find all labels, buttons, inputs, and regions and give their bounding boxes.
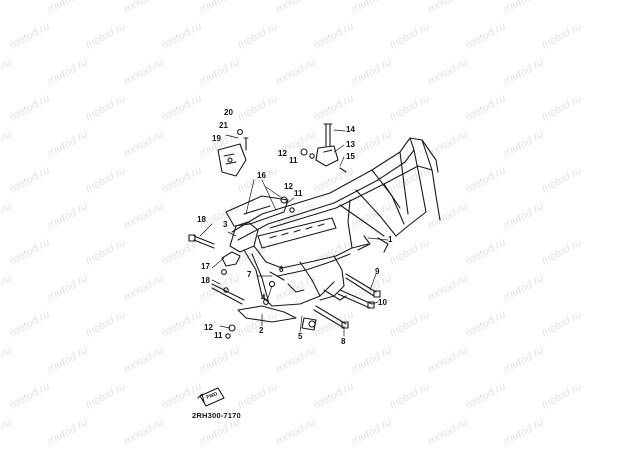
callout-5: 5 xyxy=(298,332,303,341)
callout-12-bottom: 12 xyxy=(204,323,213,332)
callout-1: 1 xyxy=(388,235,393,244)
callout-14: 14 xyxy=(346,125,355,134)
callout-12-top: 12 xyxy=(278,149,287,158)
callout-11-bottom: 11 xyxy=(214,331,223,340)
callout-15: 15 xyxy=(346,152,355,161)
part-16-plate xyxy=(225,195,289,227)
part-13-clamp xyxy=(315,145,339,167)
callout-3: 3 xyxy=(223,220,228,229)
callout-16: 16 xyxy=(257,171,266,180)
callout-2: 2 xyxy=(259,326,264,335)
callout-9: 9 xyxy=(375,267,380,276)
callout-18-top: 18 xyxy=(197,215,206,224)
bolts xyxy=(188,123,381,329)
callout-10: 10 xyxy=(378,298,387,307)
callout-17: 17 xyxy=(201,262,210,271)
part-2-plate xyxy=(237,305,317,331)
callout-18-lower: 18 xyxy=(201,276,210,285)
callout-13: 13 xyxy=(346,140,355,149)
part-17-bracket xyxy=(221,251,241,267)
callout-12-mid: 12 xyxy=(284,182,293,191)
callout-4: 4 xyxy=(261,293,266,302)
part-code: 2RH300-7170 xyxy=(192,411,241,420)
callout-21: 21 xyxy=(219,121,228,130)
leader-lines xyxy=(199,129,389,337)
callout-7: 7 xyxy=(247,270,252,279)
main-frame xyxy=(229,137,441,307)
part-19-bracket xyxy=(217,143,247,177)
callout-19: 19 xyxy=(212,134,221,143)
callout-11-top: 11 xyxy=(289,156,298,165)
callout-8: 8 xyxy=(341,337,346,346)
direction-marker xyxy=(197,387,225,407)
nuts-washers xyxy=(221,129,316,339)
callout-11-mid: 11 xyxy=(294,189,303,198)
callout-6: 6 xyxy=(279,265,284,274)
callout-20: 20 xyxy=(224,108,233,117)
